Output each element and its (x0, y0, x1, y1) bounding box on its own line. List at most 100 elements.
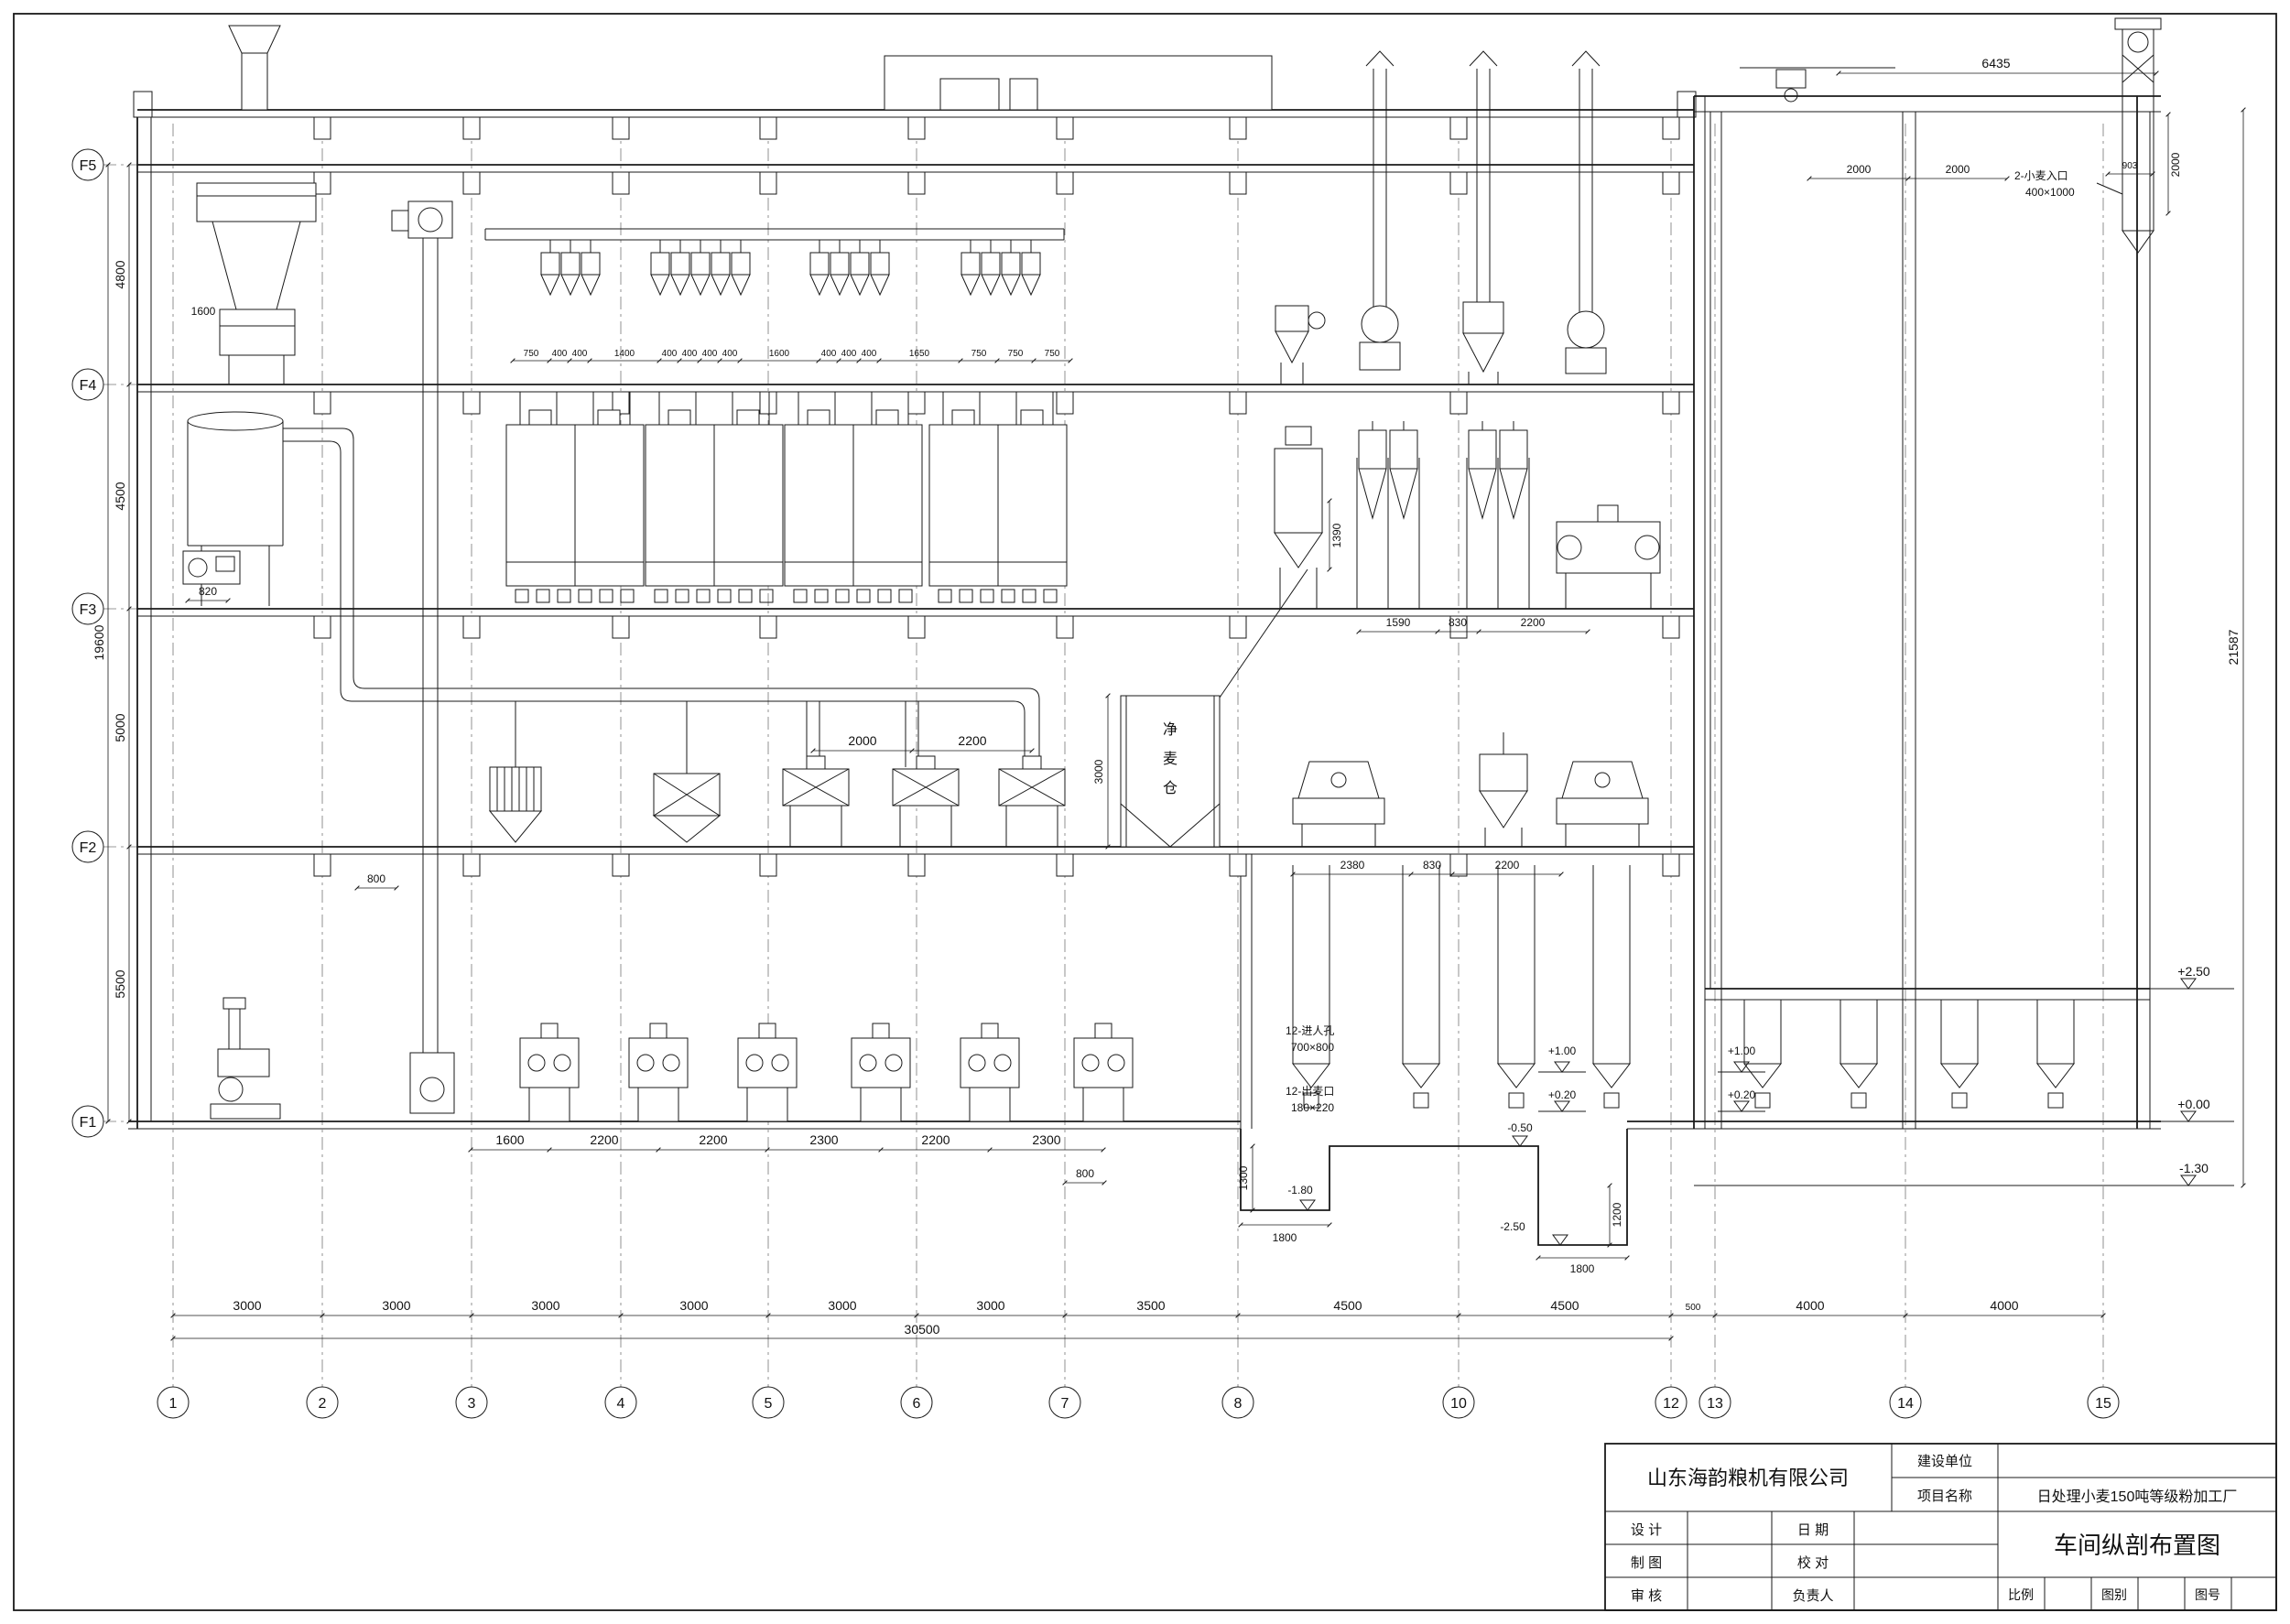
dim-bottom-8: 4500 (1333, 1298, 1362, 1313)
dim-intake-height: 2000 (2169, 152, 2182, 177)
dimensions: 4800 4500 5000 5500 19600 21587 3000 300… (92, 56, 2246, 1341)
dim-top-7: 400 (702, 349, 718, 359)
floor-label-f5: F5 (80, 158, 97, 174)
dim-mill-4: 2300 (809, 1132, 838, 1147)
f3-feeder-machine (182, 550, 241, 585)
dim-annex-bay-1: 2000 (1847, 163, 1872, 176)
dim-800a: 800 (367, 872, 385, 885)
dim-intake-width: 903 (2122, 161, 2138, 171)
clean-wheat-bin-char-2: 麦 (1163, 751, 1178, 767)
dim-pit2-width: 1800 (1570, 1262, 1595, 1275)
proof-label: 校 对 (1797, 1555, 1829, 1571)
dim-top-4: 1400 (614, 349, 635, 359)
dim-top-8: 400 (722, 349, 738, 359)
level-minus250: -2.50 (1500, 1220, 1525, 1233)
dim-top-16: 750 (1045, 349, 1060, 359)
company-name: 山东海韵粮机有限公司 (1647, 1467, 1849, 1489)
grid-label-5: 5 (765, 1396, 773, 1412)
f3-right-equipment (1274, 420, 1661, 610)
project-name-label: 项目名称 (1917, 1489, 1972, 1504)
dim-left-2: 4500 (113, 482, 127, 510)
wheat-outlet-label: 12-出麦口 (1286, 1085, 1334, 1098)
dim-top-1: 750 (524, 349, 539, 359)
level-plus020-b: +0.20 (1728, 1088, 1756, 1101)
dim-f2r-2: 830 (1423, 859, 1441, 872)
dim-bottom-4: 3000 (679, 1298, 708, 1313)
grid-label-14: 14 (1897, 1396, 1914, 1412)
dim-bottom-9: 4500 (1550, 1298, 1579, 1313)
wheat-inlet-label: 2-小麦入口 (2014, 169, 2068, 182)
dim-duct-1: 2000 (848, 733, 876, 748)
grid-label-7: 7 (1061, 1396, 1069, 1412)
dim-pit1-depth: 1300 (1237, 1165, 1250, 1190)
grid-label-1: 1 (169, 1396, 178, 1412)
f1-blower (210, 997, 281, 1120)
dim-mill-3: 2200 (699, 1132, 727, 1147)
dim-top-6: 400 (682, 349, 698, 359)
level-plus100-b: +1.00 (1728, 1045, 1756, 1057)
level-minus050: -0.50 (1507, 1121, 1533, 1134)
wheat-inlet-size: 400×1000 (2025, 186, 2075, 199)
dim-bottom-3: 3000 (531, 1298, 559, 1313)
cyclone-hopper (652, 701, 722, 843)
dust-filter (488, 701, 543, 843)
floor-label-f4: F4 (80, 378, 97, 394)
dim-top-15: 750 (1008, 349, 1024, 359)
construction-unit-label: 建设单位 (1917, 1454, 1972, 1469)
grid-label-15: 15 (2095, 1396, 2111, 1412)
dim-annex-total: 6435 (1981, 56, 2010, 70)
f4-fans-and-stacks (1275, 50, 1607, 384)
grid-label-12: 12 (1663, 1396, 1679, 1412)
roller-mills (519, 1023, 1134, 1122)
level-plus020-a: +0.20 (1548, 1088, 1577, 1101)
clean-wheat-bin-char-3: 仓 (1163, 780, 1178, 796)
dim-bottom-12: 4000 (1990, 1298, 2018, 1313)
silo-hoppers (1742, 1000, 2076, 1109)
floor-label-f3: F3 (80, 602, 97, 618)
dim-top-14: 750 (971, 349, 987, 359)
roof-vent (228, 25, 281, 111)
dim-f3r-3: 2200 (1521, 616, 1546, 629)
lead-label: 负责人 (1792, 1588, 1833, 1604)
dim-duct-2: 2200 (958, 733, 986, 748)
sheet-frame (13, 13, 2277, 1611)
dim-tank-height: 1390 (1330, 523, 1343, 547)
bucket-elevator (391, 200, 455, 1114)
dim-top-3: 400 (572, 349, 588, 359)
kind-label: 图别 (2101, 1587, 2127, 1602)
level-minus180: -1.80 (1287, 1184, 1313, 1196)
date-label: 日 期 (1797, 1522, 1829, 1538)
dim-mill-1: 1600 (495, 1132, 524, 1147)
level-minus130: -1.30 (2179, 1161, 2209, 1175)
dim-bottom-1: 3000 (233, 1298, 261, 1313)
f2-right-separators (1292, 732, 1649, 848)
dim-top-12: 400 (862, 349, 877, 359)
level-zero: +0.00 (2177, 1097, 2210, 1111)
dim-mill-5: 2200 (921, 1132, 950, 1147)
screw-conveyor (484, 228, 1065, 241)
wheat-intake-tower (2114, 17, 2162, 254)
grid-bubbles: F5 F4 F3 F2 F1 1 2 3 4 5 6 7 8 10 12 13 … (71, 148, 2120, 1419)
dim-f2r-1: 2380 (1340, 859, 1365, 872)
dim-left-1: 4800 (113, 260, 127, 288)
dim-top-10: 400 (821, 349, 837, 359)
dim-bottom-11: 4000 (1796, 1298, 1824, 1313)
level-plus250: +2.50 (2177, 964, 2210, 979)
level-plus100-a: +1.00 (1548, 1045, 1577, 1057)
annotations: 净 麦 仓 2-小麦入口 400×1000 12-进人孔 700×800 12-… (1163, 169, 2123, 1114)
dim-bottom-6: 3000 (976, 1298, 1004, 1313)
grid-label-13: 13 (1707, 1396, 1723, 1412)
plansifters (505, 391, 1068, 603)
floor-label-f1: F1 (80, 1115, 97, 1131)
manhole-label: 12-进人孔 (1286, 1024, 1334, 1037)
dim-820: 820 (199, 585, 217, 598)
dim-top-13: 1650 (909, 349, 930, 359)
dim-left-total: 19600 (92, 624, 106, 660)
dim-bottom-total: 30500 (905, 1322, 940, 1337)
hoist-trolley (1740, 67, 1895, 103)
dim-sifter: 1600 (191, 305, 216, 318)
dim-800b: 800 (1076, 1167, 1094, 1180)
grid-label-6: 6 (913, 1396, 921, 1412)
dim-right-total: 21587 (2226, 629, 2241, 665)
dim-annex-bay-2: 2000 (1946, 163, 1970, 176)
